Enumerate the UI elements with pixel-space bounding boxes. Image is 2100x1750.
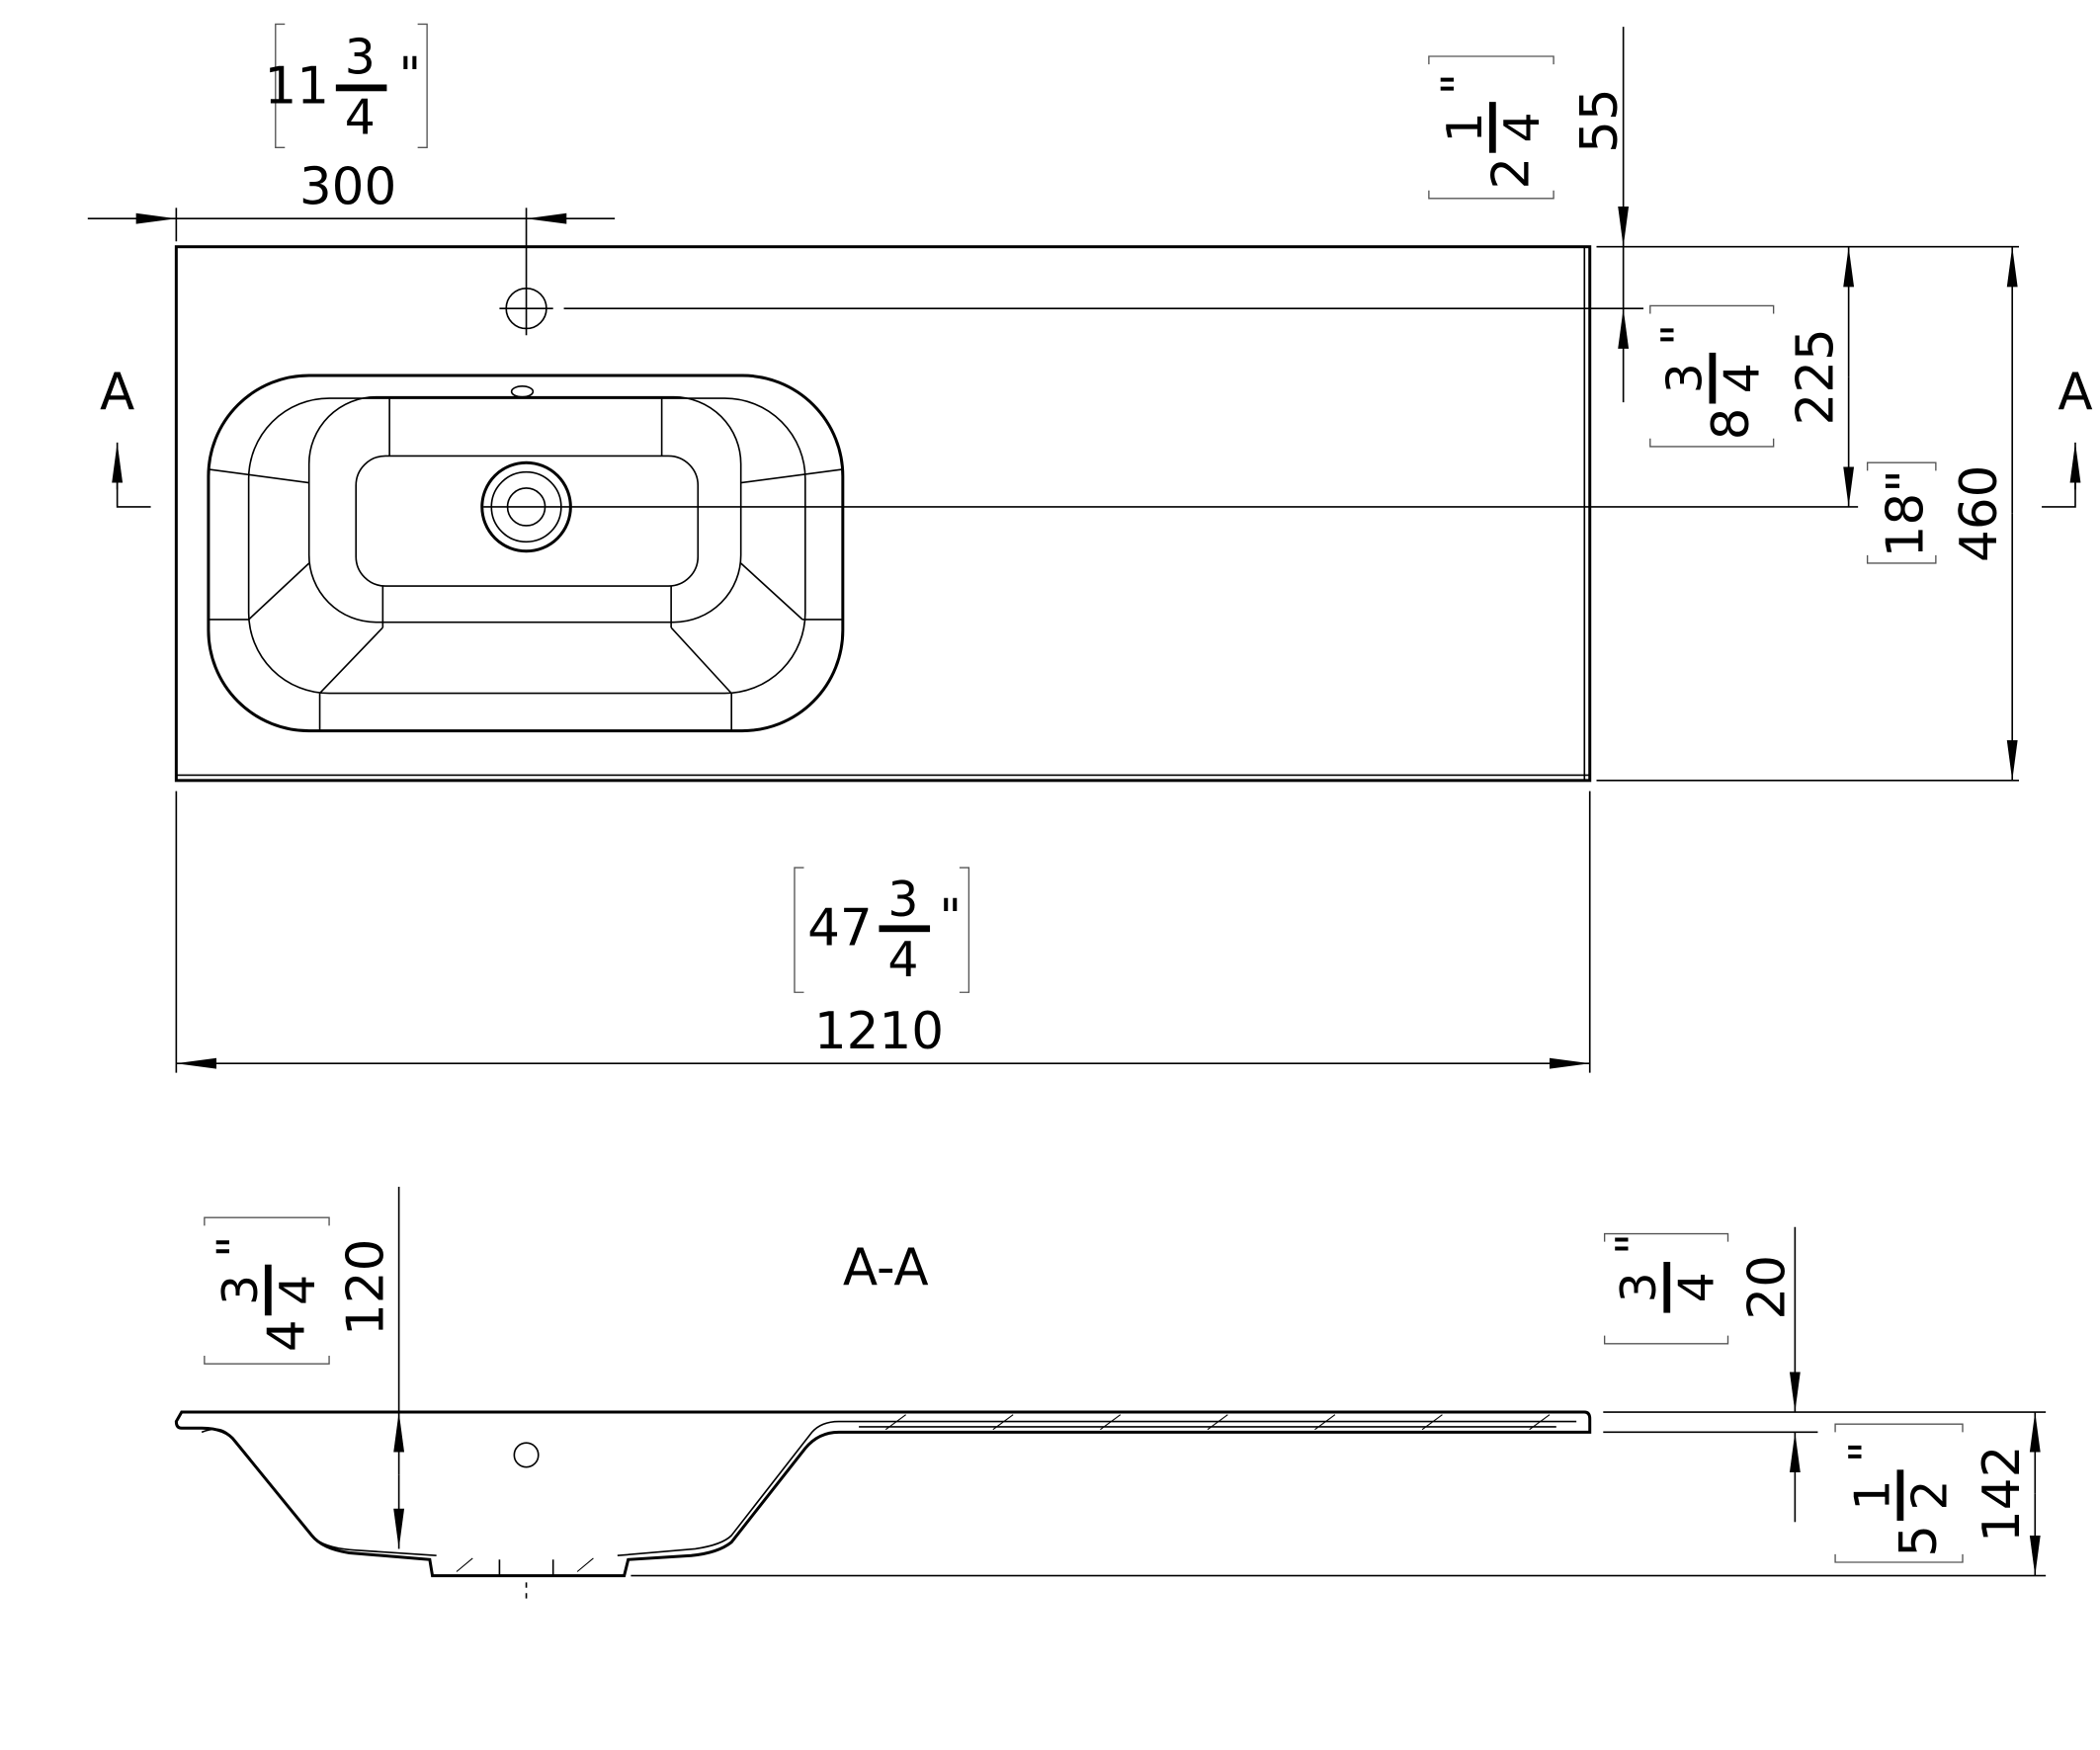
- depth-dimension: 460 18": [1866, 246, 2018, 781]
- dim-inch-den: 4: [1494, 112, 1551, 142]
- section-marker-right: A: [2042, 363, 2093, 508]
- tap-offset-dimension: 300 11 3 4 ": [87, 23, 616, 224]
- dim-inch-num: 3: [887, 872, 918, 928]
- sink-profile: [174, 1410, 1592, 1603]
- height-dimension: 142 5 1 2 ": [1834, 1412, 2041, 1576]
- dim-inch-whole: 5: [1890, 1525, 1949, 1557]
- section-marker-left: A: [100, 363, 151, 508]
- dim-mm: 142: [1973, 1446, 2032, 1542]
- dim-inch-num: 3: [1611, 1272, 1667, 1302]
- dim-mm: 20: [1738, 1255, 1798, 1320]
- dim-inch-den: 4: [1669, 1272, 1725, 1302]
- section-label: A: [2058, 363, 2092, 422]
- dim-inch-den: 4: [887, 932, 918, 988]
- dim-inch-mark: ": [399, 46, 421, 103]
- dim-inch-den: 4: [1715, 363, 1771, 393]
- dim-inch-mark: ": [1431, 73, 1487, 95]
- countertop-outline: [174, 245, 1592, 783]
- section-label: A: [100, 363, 134, 422]
- thickness-dimension: 20 3 4 ": [1603, 1226, 1801, 1523]
- dim-inch-num: 3: [212, 1275, 269, 1305]
- dim-mm: 460: [1950, 465, 2009, 562]
- top-view: 300 11 3 4 " 1210 47 3 4 " 55: [87, 23, 2093, 1073]
- section-title: A-A: [843, 1238, 929, 1297]
- section-view: A-A 120 4: [174, 1187, 2047, 1603]
- dim-mm: 1210: [814, 1002, 944, 1061]
- tap-hole-icon: [513, 1442, 540, 1468]
- dim-inch-whole: 47: [807, 899, 873, 958]
- dim-inch-mark: ": [207, 1235, 263, 1257]
- basin: [207, 374, 845, 733]
- dim-inch-mark: ": [1651, 324, 1708, 346]
- dim-inch-whole: 2: [1481, 157, 1541, 190]
- tap-depth-dimension: 55 2 1 4 ": [1428, 27, 1630, 403]
- dim-inch-den: 2: [1902, 1480, 1959, 1511]
- dim-inch-den: 4: [270, 1275, 326, 1305]
- dim-inch-num: 3: [1656, 363, 1713, 393]
- dim-inch-whole: 11: [264, 56, 329, 116]
- dim-mm: 120: [336, 1239, 395, 1336]
- dim-mm: 300: [299, 157, 396, 216]
- drain-depth-dimension: 225 8 3 4 ": [1649, 246, 1855, 507]
- dim-inch-mark: ": [1839, 1441, 1895, 1462]
- dim-inch-whole: 8: [1702, 408, 1761, 441]
- dim-mm: 225: [1786, 328, 1845, 425]
- dim-inch-num: 1: [1437, 112, 1493, 142]
- dim-inch-den: 4: [345, 90, 376, 146]
- dim-inch-num: 1: [1844, 1480, 1900, 1511]
- basin-depth-dimension: 120 4 3 4 ": [204, 1187, 405, 1549]
- width-dimension: 1210 47 3 4 ": [176, 867, 1590, 1069]
- tap-hole-icon: [499, 281, 553, 336]
- dim-inch-num: 3: [345, 30, 376, 86]
- dim-inch: 18": [1876, 469, 1935, 557]
- dim-inch-mark: ": [940, 889, 962, 946]
- dim-inch-mark: ": [1606, 1233, 1662, 1255]
- dim-inch-whole: 4: [257, 1319, 316, 1352]
- dim-mm: 55: [1570, 88, 1630, 153]
